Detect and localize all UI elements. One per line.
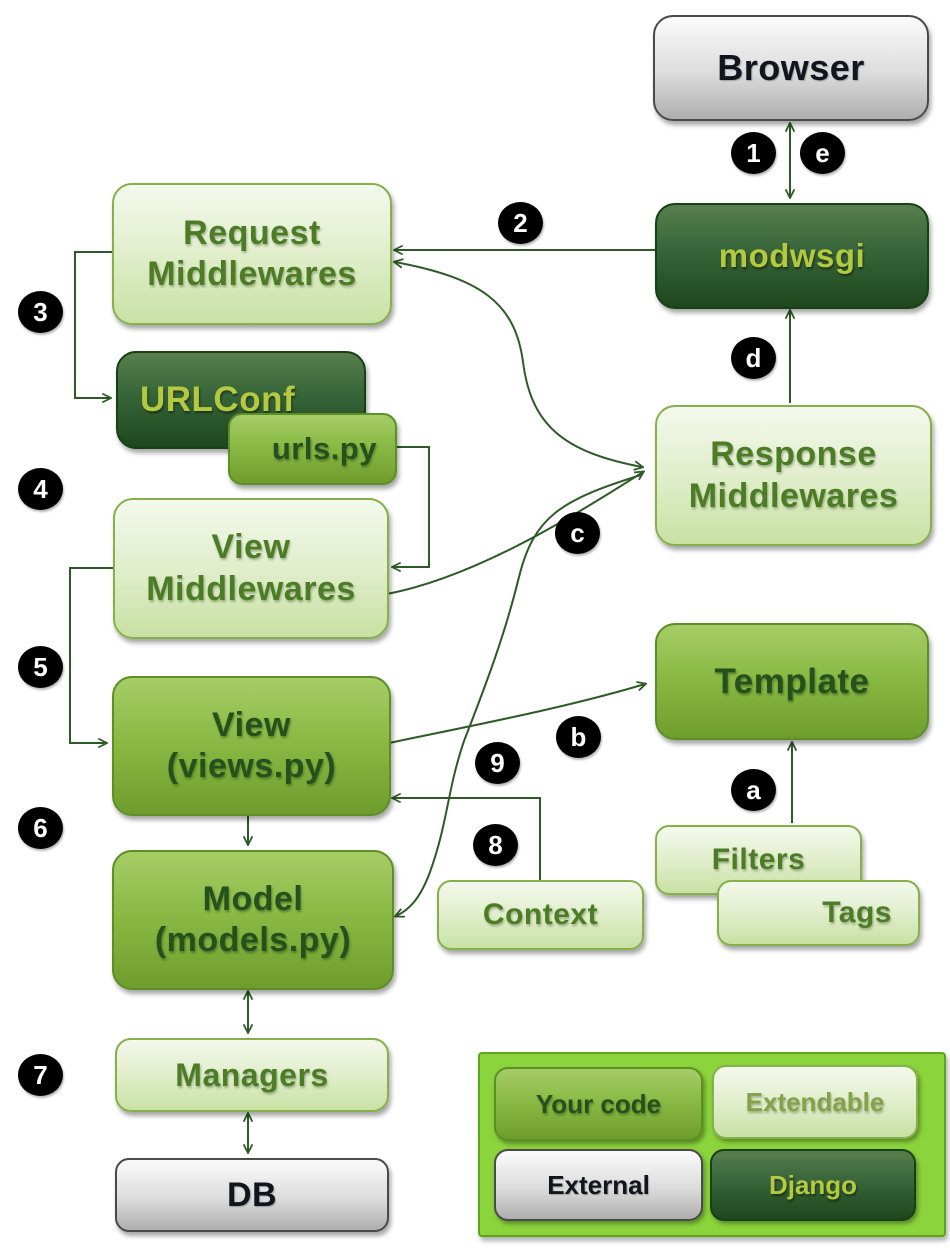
badge-step-5: 5 (18, 646, 63, 688)
badge-step-4: 4 (18, 468, 63, 510)
node-request-middlewares: Request Middlewares (112, 183, 392, 325)
node-model: Model (models.py) (112, 850, 394, 990)
connector-context-to-view (393, 798, 541, 880)
badge-step-b: b (556, 716, 601, 758)
legend-item-django: Django (710, 1149, 916, 1221)
node-urls-py: urls.py (228, 413, 397, 485)
badge-step-c: c (555, 512, 600, 554)
node-modwsgi: modwsgi (655, 203, 929, 309)
badge-step-7: 7 (18, 1054, 63, 1096)
node-browser: Browser (653, 15, 929, 121)
node-db: DB (115, 1158, 389, 1232)
badge-step-8: 8 (473, 824, 518, 866)
connector-response-area-to-model (396, 474, 642, 916)
legend-item-your-code: Your code (494, 1067, 703, 1141)
legend-item-external: External (494, 1149, 703, 1221)
badge-step-1: 1 (731, 132, 776, 174)
badge-step-e: e (800, 132, 845, 174)
connector-view-to-template (388, 684, 645, 744)
node-view-middlewares: View Middlewares (113, 498, 389, 639)
node-view: View (views.py) (112, 676, 391, 816)
badge-step-d: d (731, 337, 776, 379)
connector-request-middlewares-response-middlewares (395, 262, 642, 467)
badge-step-3: 3 (18, 291, 63, 333)
connector-view-middlewares-to-response-middlewares (386, 472, 643, 595)
node-tags: Tags (717, 880, 920, 946)
legend-panel: Your code Extendable External Django (478, 1052, 946, 1237)
connector-urlspy-to-view-middlewares (393, 446, 430, 567)
badge-step-2: 2 (498, 202, 543, 244)
badge-step-a: a (731, 769, 776, 811)
node-managers: Managers (115, 1038, 389, 1112)
badge-step-6: 6 (18, 807, 63, 849)
connector-request-middlewares-to-urlconf (74, 251, 112, 398)
node-template: Template (655, 623, 929, 740)
node-response-middlewares: Response Middlewares (655, 405, 932, 546)
legend-item-extendable: Extendable (712, 1065, 918, 1139)
badge-step-9: 9 (475, 742, 520, 784)
node-context: Context (437, 880, 644, 950)
connector-view-middlewares-to-view (69, 567, 113, 743)
